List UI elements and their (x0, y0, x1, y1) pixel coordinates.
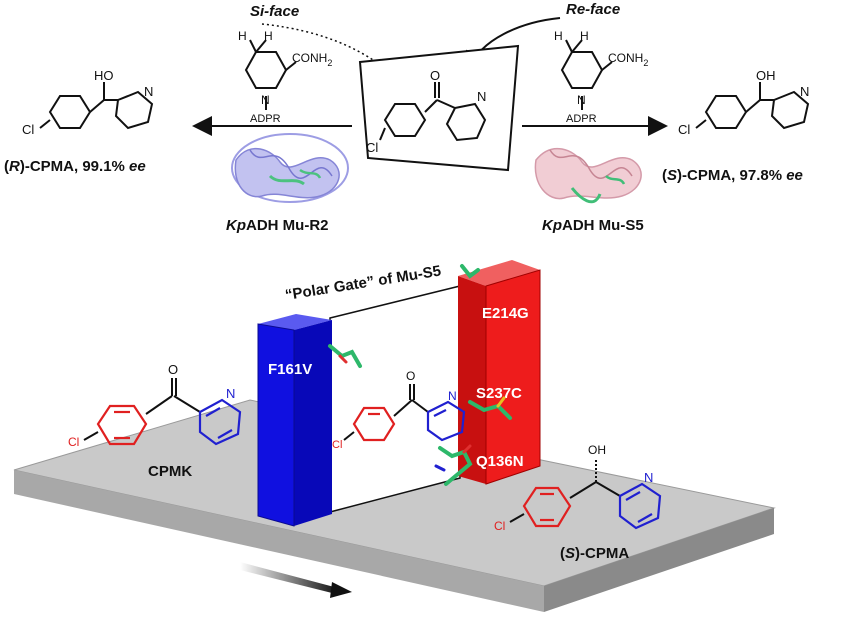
s-cpma-bottom-label: (S)-CPMA (560, 545, 629, 562)
cofactor-right: H H CONH2 N ADPR (554, 29, 648, 125)
svg-text:CONH2: CONH2 (292, 51, 332, 68)
blue-wall-side (294, 320, 332, 526)
enzyme-structure-left (231, 133, 349, 203)
r-cpma-label: (R)-CPMA, 99.1% ee (4, 158, 146, 175)
r-cpma-molecule: Cl HO N (22, 68, 153, 137)
s-cpma-molecule-top: Cl OH N (678, 68, 809, 137)
svg-text:N: N (144, 84, 153, 99)
svg-text:N: N (644, 470, 653, 485)
svg-text:N: N (226, 386, 235, 401)
svg-text:H: H (238, 29, 247, 43)
direction-arrow-head (330, 582, 352, 598)
svg-text:OH: OH (756, 68, 776, 83)
red-wall-top (458, 260, 540, 286)
si-face-label: Si-face (250, 3, 299, 20)
svg-text:O: O (406, 369, 415, 383)
gate-opening (329, 285, 461, 513)
ketone-molecule-in-gate: Cl O N (332, 369, 466, 451)
platform-front-side (14, 470, 544, 612)
blue-wall-front (257, 323, 295, 527)
cofactor-left: H H CONH2 N ADPR (238, 29, 332, 125)
polar-gate-scene: “Polar Gate” of Mu-S5 F161V E214G S237C … (13, 260, 776, 612)
s-cpma-molecule-bottom: Cl OH N (494, 443, 662, 533)
blue-wall-top (258, 314, 332, 330)
enzyme-structure-right (534, 147, 642, 204)
svg-text:H: H (580, 29, 589, 43)
cpmk-molecule: Cl O N (68, 362, 242, 449)
s-cpma-label: (S)-CPMA, 97.8% ee (662, 167, 803, 184)
platform-right-side (544, 508, 774, 612)
svg-text:CONH2: CONH2 (608, 51, 648, 68)
svg-text:ADPR: ADPR (566, 113, 597, 125)
svg-text:Cl: Cl (366, 140, 378, 155)
red-wall-front (485, 269, 541, 485)
svg-text:O: O (168, 362, 178, 377)
svg-text:OH: OH (588, 443, 606, 457)
svg-text:N: N (477, 89, 486, 104)
residue-f161v: F161V (268, 361, 312, 378)
ketone-plane (358, 44, 520, 172)
residue-e214g: E214G (482, 305, 529, 322)
svg-text:H: H (554, 29, 563, 43)
enzyme-left-label: KpADH Mu-R2 (226, 217, 329, 234)
residue-q136n: Q136N (476, 453, 524, 470)
re-face-label: Re-face (566, 1, 620, 18)
red-wall-left-side (458, 276, 486, 484)
direction-arrow (240, 562, 338, 594)
enzyme-right-label: KpADH Mu-S5 (542, 217, 644, 234)
svg-text:Cl: Cl (22, 122, 34, 137)
cpmk-label: CPMK (148, 463, 192, 480)
svg-text:Cl: Cl (494, 519, 505, 533)
svg-text:Cl: Cl (68, 435, 79, 449)
ketone-molecule-top: O Cl N (366, 68, 486, 155)
svg-text:O: O (430, 68, 440, 83)
svg-text:ADPR: ADPR (250, 113, 281, 125)
reaction-scheme: Si-face Re-face O Cl N H (4, 1, 809, 234)
si-face-arrow (261, 23, 405, 87)
residue-stick-models (328, 264, 512, 486)
svg-text:HO: HO (94, 68, 114, 83)
svg-text:Cl: Cl (332, 439, 342, 451)
svg-text:N: N (800, 84, 809, 99)
svg-text:N: N (448, 389, 457, 403)
svg-text:H: H (264, 29, 273, 43)
svg-text:Cl: Cl (678, 122, 690, 137)
residue-s237c: S237C (476, 385, 522, 402)
